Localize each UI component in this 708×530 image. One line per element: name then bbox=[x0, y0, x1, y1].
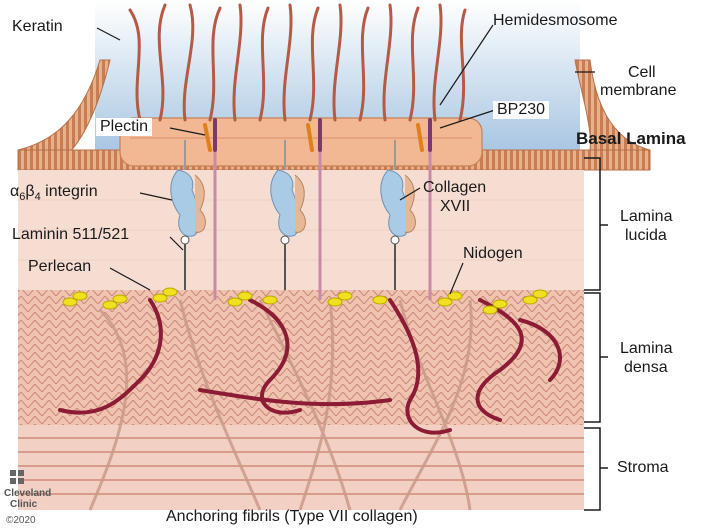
integrin-alpha-symbol: α bbox=[10, 183, 20, 200]
label-anchoring-fibrils: Anchoring fibrils (Type VII collagen) bbox=[166, 508, 418, 525]
integrin-word: integrin bbox=[40, 183, 98, 200]
stroma-layer bbox=[18, 425, 584, 510]
cleveland-clinic-logo-icon bbox=[10, 470, 24, 484]
perlecan-chains bbox=[58, 298, 562, 435]
label-cell-membrane-line2: membrane bbox=[600, 82, 677, 99]
label-integrin: α6β4 integrin bbox=[10, 183, 98, 203]
anchoring-fibrils bbox=[88, 299, 473, 511]
copyright-text: ©2020 bbox=[6, 515, 36, 526]
integrin-beta-subscript: 4 bbox=[34, 191, 41, 203]
label-keratin: Keratin bbox=[12, 18, 63, 35]
label-lamina-densa-line2: densa bbox=[624, 359, 668, 376]
label-collagen-xvii-line1: Collagen bbox=[423, 179, 487, 196]
hemidesmosome-plaque bbox=[119, 117, 483, 167]
label-lamina-lucida-line1: Lamina bbox=[620, 208, 673, 225]
label-laminin: Laminin 511/521 bbox=[12, 226, 130, 243]
label-perlecan: Perlecan bbox=[28, 258, 92, 275]
label-hemidesmosome: Hemidesmosome bbox=[493, 12, 618, 29]
label-plectin: Plectin bbox=[96, 118, 153, 136]
label-bp230: BP230 bbox=[493, 101, 550, 119]
layer-brackets bbox=[584, 157, 608, 511]
plectin-bp230-links bbox=[203, 118, 432, 152]
label-nidogen: Nidogen bbox=[463, 245, 523, 262]
integrin-complexes bbox=[170, 140, 416, 290]
label-lamina-densa-line1: Lamina bbox=[620, 340, 673, 357]
label-basal-lamina: Basal Lamina bbox=[576, 129, 686, 148]
label-stroma: Stroma bbox=[617, 459, 669, 476]
nidogen-molecules bbox=[62, 287, 548, 315]
label-lamina-lucida-line2: lucida bbox=[625, 227, 667, 244]
leader-lines bbox=[96, 24, 595, 295]
logo-line1: Cleveland bbox=[4, 488, 52, 499]
label-cell-membrane-line1: Cell bbox=[628, 64, 656, 81]
logo-line2: Clinic bbox=[10, 499, 38, 510]
label-collagen-xvii-line2: XVII bbox=[440, 198, 471, 215]
integrin-beta-symbol: β bbox=[25, 183, 35, 200]
collagen-xvii-strands bbox=[213, 130, 432, 300]
integrin-alpha-subscript: 6 bbox=[19, 191, 26, 203]
keratin-filaments bbox=[128, 3, 467, 122]
